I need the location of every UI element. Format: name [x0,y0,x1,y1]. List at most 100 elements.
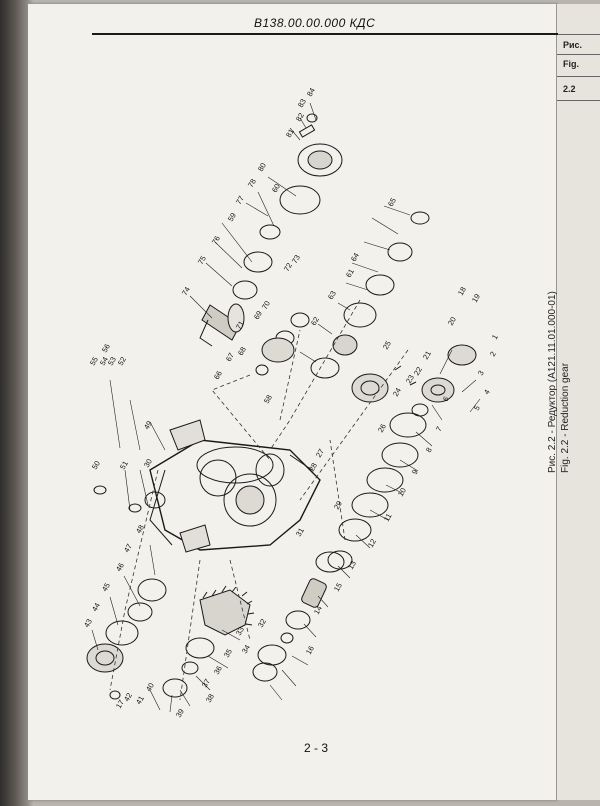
callout-43: 43 [82,617,94,629]
gearbox-housing [149,439,321,551]
gear-sector [199,585,255,636]
callout-19: 19 [470,292,482,304]
callout-44: 44 [90,601,102,613]
callout-56: 56 [100,342,112,354]
middle-shaft-stack [255,211,430,379]
callout-2: 2 [488,350,498,358]
callout-42: 42 [122,691,134,703]
right-flange-group [394,344,477,417]
callout-34: 34 [240,643,252,655]
callout-75: 75 [196,254,208,266]
caption-en: Fig. 2.2 - Reduction gear [560,362,571,473]
callout-66: 66 [212,369,224,381]
callout-10: 10 [396,486,408,498]
callout-5: 5 [472,404,482,412]
adjacent-cell-fig-en: Fig. [563,59,579,69]
callout-22: 22 [412,365,424,377]
callout-9: 9 [410,468,420,476]
callout-30: 30 [142,457,154,469]
callout-58: 58 [262,393,274,405]
callout-13: 13 [346,559,358,571]
page-number: 2 - 3 [304,741,329,755]
callout-24: 24 [391,386,403,398]
upper-seal-stack [232,113,343,300]
output-shaft-stack [252,373,427,682]
caption-ru: Рис. 2.2 - Редуктор (А121.11.01.000-01) [547,291,558,473]
callout-1: 1 [490,333,500,341]
callout-48: 48 [134,523,146,535]
document-code: В138.00.00.000 КДС [254,16,376,30]
callout-25: 25 [381,339,393,351]
callout-46: 46 [114,561,126,573]
callout-17: 17 [114,698,126,710]
pinion-shaft [199,303,245,347]
callout-84: 84 [305,86,317,98]
callout-29: 29 [332,499,344,511]
callout-47: 47 [122,542,134,554]
callout-76: 76 [210,234,222,246]
cover-plate-lower [179,524,211,553]
callout-65: 65 [386,196,398,208]
drawing-lines [86,113,477,700]
callout-7: 7 [434,425,444,433]
callout-21: 21 [421,349,433,361]
callout-27: 27 [314,447,326,459]
header-rule [92,33,558,35]
callout-37: 37 [200,677,212,689]
callout-64: 64 [349,251,361,263]
callout-15: 15 [332,581,344,593]
callout-61: 61 [344,267,356,279]
callout-20: 20 [446,315,458,327]
callout-62: 62 [309,315,321,327]
callout-78: 78 [246,177,258,189]
callout-59: 59 [226,211,238,223]
figure-caption: Рис. 2.2 - Редуктор (А121.11.01.000-01) … [546,113,572,473]
callout-45: 45 [100,581,112,593]
callout-55: 55 [88,355,100,367]
callout-83: 83 [296,97,308,109]
left-flange-group [86,485,167,673]
callout-11: 11 [382,512,394,523]
callout-33: 33 [234,625,246,637]
callout-63: 63 [326,289,338,301]
callout-12: 12 [366,537,378,549]
centre-lines [109,299,409,701]
callout-3: 3 [476,369,486,377]
callout-80: 80 [256,161,268,173]
callout-53: 53 [106,355,118,367]
callout-16: 16 [304,644,316,656]
adjacent-page-edge: Рис. Fig. 2.2 [556,4,600,800]
callout-32: 32 [256,617,268,629]
callout-labels: 1234567891011121314151617181920212223242… [82,86,500,719]
callout-36: 36 [212,664,224,676]
callout-26: 26 [376,422,388,434]
callout-70: 70 [260,299,272,311]
callout-6: 6 [441,395,451,403]
callout-69: 69 [252,309,264,321]
lower-components [109,637,215,700]
callout-60: 60 [270,182,282,194]
cover-plate [169,419,206,451]
callout-39: 39 [174,707,186,719]
callout-14: 14 [312,604,324,616]
callout-28: 28 [307,461,319,473]
callout-73: 73 [290,253,302,265]
callout-67: 67 [224,351,236,363]
callout-23: 23 [404,373,416,385]
callout-74: 74 [180,285,192,297]
callout-41: 41 [134,694,146,706]
callout-8: 8 [424,446,434,454]
adjacent-cell-fig-ru: Рис. [563,40,583,50]
callout-51: 51 [118,459,130,471]
callout-68: 68 [236,345,248,357]
callout-49: 49 [142,419,154,431]
callout-81: 81 [284,127,296,139]
callout-40: 40 [144,681,156,693]
callout-4: 4 [482,388,492,396]
callout-35: 35 [222,647,234,659]
leader-lines [91,102,481,713]
callout-31: 31 [294,526,306,538]
callout-72: 72 [282,261,294,273]
callout-52: 52 [116,355,128,367]
